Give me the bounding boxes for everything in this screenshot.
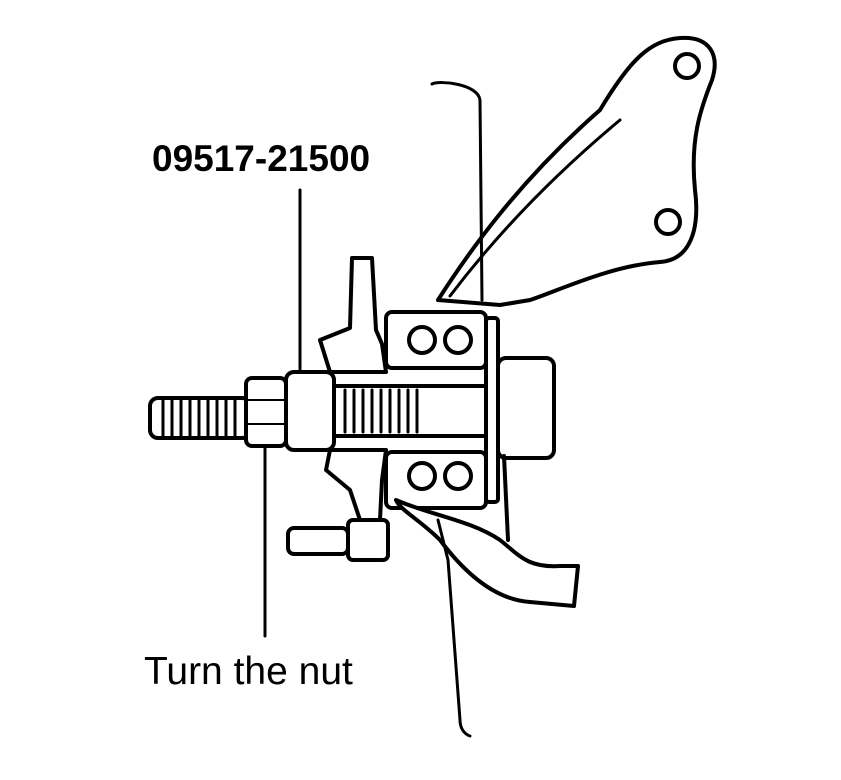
knuckle-body (320, 258, 494, 520)
end-plate (486, 318, 554, 502)
nut (246, 378, 286, 446)
lower-break-line (438, 520, 470, 736)
upper-bearing (386, 312, 486, 368)
leader-lines (265, 83, 482, 736)
special-tool-body (286, 372, 334, 450)
turn-nut-instruction-label: Turn the nut (144, 650, 353, 693)
arm-mounting-hole-lower (656, 210, 680, 234)
upper-break-line (432, 83, 482, 300)
knuckle-upper-arm (438, 38, 715, 305)
arm-mounting-hole-upper (675, 54, 699, 78)
threaded-shaft (150, 398, 250, 438)
lower-bearing (386, 452, 486, 508)
lower-stud (288, 520, 388, 560)
knuckle-lower-arm (396, 456, 578, 606)
tool-number-label: 09517-21500 (152, 138, 371, 179)
